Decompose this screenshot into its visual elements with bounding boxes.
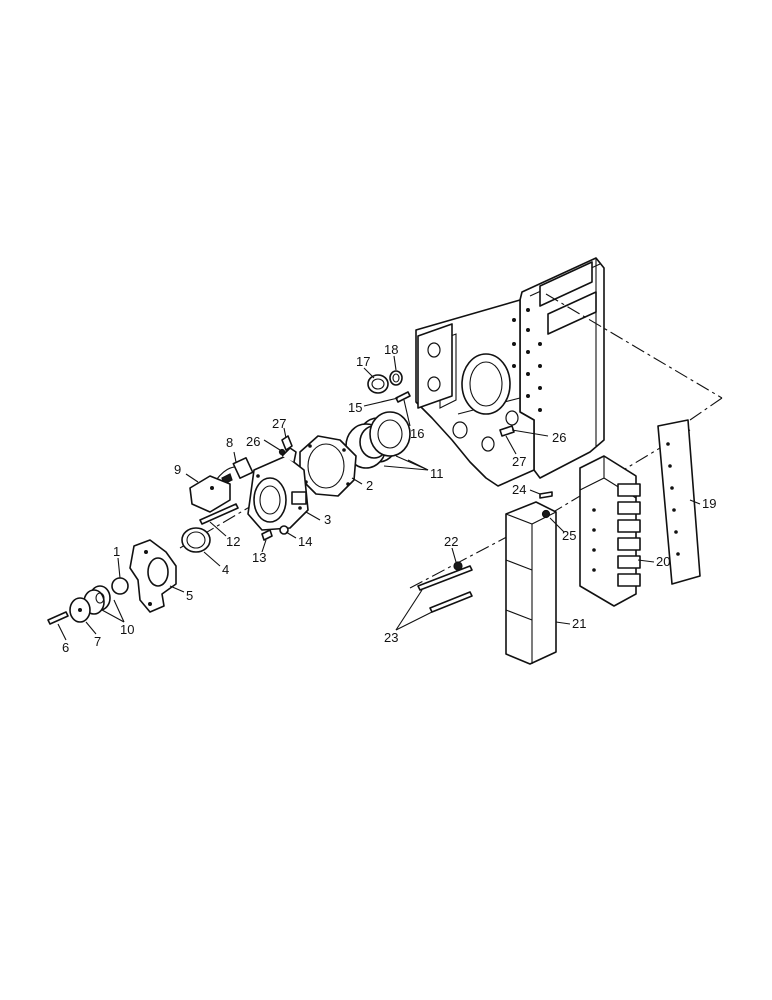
callout-labels: 1 2 3 4 5 6 7 8 9 10 11 12 13 14 15 16 1… — [62, 342, 716, 655]
callout-6: 6 — [62, 640, 69, 655]
callout-21: 21 — [572, 616, 586, 631]
seal-4 — [181, 527, 211, 553]
frame-housing — [415, 257, 605, 487]
callout-25: 25 — [562, 528, 576, 543]
screw-24 — [539, 491, 553, 499]
callout-17: 17 — [356, 354, 370, 369]
screw-27-right — [499, 425, 515, 437]
callout-4: 4 — [222, 562, 229, 577]
callout-24: 24 — [512, 482, 526, 497]
callout-27-right: 27 — [512, 454, 526, 469]
cover-21 — [505, 501, 557, 665]
bolt-6 — [47, 611, 69, 625]
callout-19: 19 — [702, 496, 716, 511]
callout-26-right: 26 — [552, 430, 566, 445]
screw-15 — [395, 391, 411, 403]
callout-23: 23 — [384, 630, 398, 645]
fitting-25 — [541, 509, 551, 519]
plug-17 — [367, 374, 389, 394]
callout-9: 9 — [174, 462, 181, 477]
callout-3: 3 — [324, 512, 331, 527]
callout-26-left: 26 — [246, 434, 260, 449]
screw-13 — [261, 529, 273, 541]
callout-12: 12 — [226, 534, 240, 549]
bracket-9 — [189, 475, 231, 513]
valve-block-20 — [579, 455, 641, 607]
callout-15: 15 — [348, 400, 362, 415]
callout-7: 7 — [94, 634, 101, 649]
leader-lines — [57, 355, 701, 641]
callout-1: 1 — [113, 544, 120, 559]
callout-14: 14 — [298, 534, 312, 549]
callout-27-left: 27 — [272, 416, 286, 431]
callout-18: 18 — [384, 342, 398, 357]
bolt-12 — [199, 503, 239, 525]
o-ring-1 — [111, 577, 129, 595]
o-ring-18 — [389, 370, 403, 386]
bolts-23 — [417, 565, 473, 613]
gasket-19 — [657, 419, 701, 585]
washer-26-left — [278, 448, 286, 456]
callout-16: 16 — [410, 426, 424, 441]
screw-27-left — [281, 435, 293, 451]
housing-3 — [247, 447, 309, 531]
washer-7 — [69, 597, 91, 623]
callout-13: 13 — [252, 550, 266, 565]
callout-10: 10 — [120, 622, 134, 637]
callout-22: 22 — [444, 534, 458, 549]
callout-8: 8 — [226, 435, 233, 450]
callout-2: 2 — [366, 478, 373, 493]
callout-20: 20 — [656, 554, 670, 569]
callout-5: 5 — [186, 588, 193, 603]
callout-11: 11 — [430, 466, 444, 481]
yoke-5 — [129, 539, 177, 613]
